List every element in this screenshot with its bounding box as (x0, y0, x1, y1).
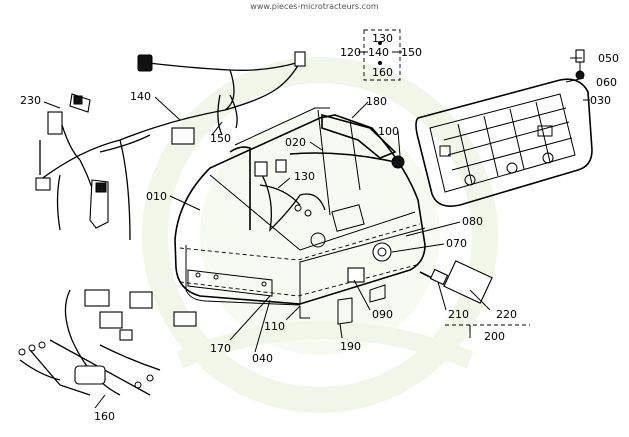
callout-labels: 130 120 140 150 160 050 060 030 230 140 … (20, 32, 619, 423)
callout-230: 230 (20, 94, 41, 107)
callout-050: 050 (598, 52, 619, 65)
callout-210: 210 (448, 308, 469, 321)
watermark-url: www.pieces-microtracteurs.com (250, 2, 379, 11)
callout-060: 060 (596, 76, 617, 89)
callout-150: 150 (210, 132, 231, 145)
callout-140-top: 140 (368, 46, 389, 59)
callout-200: 200 (484, 330, 505, 343)
leader-lines (43, 57, 590, 409)
callout-140: 140 (130, 90, 151, 103)
dashboard-housing (174, 107, 426, 325)
callout-110: 110 (264, 320, 285, 333)
callout-040: 040 (252, 352, 273, 365)
callout-130-top: 130 (372, 32, 393, 45)
callout-120: 120 (340, 46, 361, 59)
callout-170: 170 (210, 342, 231, 355)
callout-bracket-200 (445, 324, 530, 338)
callout-020: 020 (285, 136, 306, 149)
callout-010: 010 (146, 190, 167, 203)
callout-190: 190 (340, 340, 361, 353)
callout-bracket-120 (358, 29, 402, 81)
key-and-tag (419, 260, 493, 304)
callout-160-top: 160 (372, 66, 393, 79)
callout-160: 160 (94, 410, 115, 423)
callout-180: 180 (366, 95, 387, 108)
wiring-harness-160 (18, 289, 197, 396)
callout-220: 220 (496, 308, 517, 321)
wiring-harness-140 (35, 51, 306, 241)
bolt-050-060 (575, 49, 585, 80)
callout-030: 030 (590, 94, 611, 107)
instrument-panel (415, 78, 593, 207)
callout-150-top: 150 (401, 46, 422, 59)
watermark-logo (142, 57, 498, 413)
callout-080: 080 (462, 215, 483, 228)
callout-090: 090 (372, 308, 393, 321)
callout-130: 130 (294, 170, 315, 183)
callout-100: 100 (378, 125, 399, 138)
callout-070: 070 (446, 237, 467, 250)
